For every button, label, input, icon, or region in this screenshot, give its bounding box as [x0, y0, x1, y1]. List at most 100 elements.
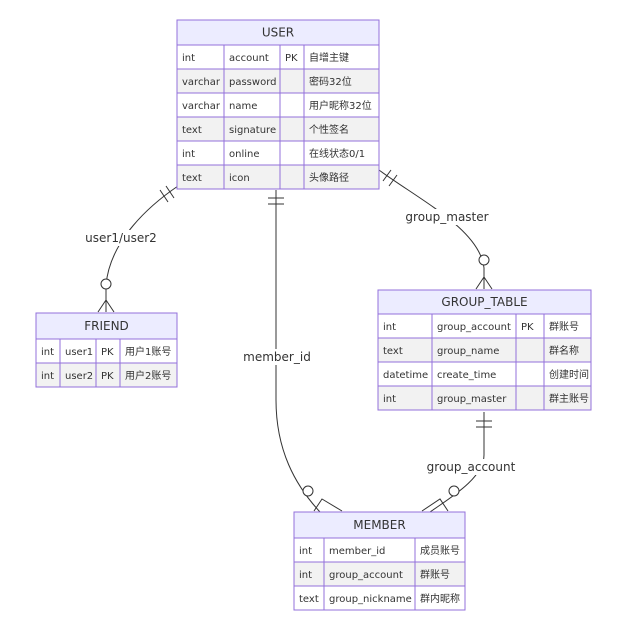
attribute-cell: user2: [65, 371, 93, 382]
cardinality-zero-mark: [448, 485, 460, 497]
attribute-cell: 用户昵称32位: [309, 99, 372, 112]
attribute-row: text group_nickname 群内昵称: [293, 585, 466, 611]
attribute-row-bg: [377, 313, 592, 339]
attribute-cell: int: [41, 347, 54, 358]
attribute-cell: group_account: [437, 322, 511, 333]
attribute-row-bg: [176, 164, 380, 190]
attribute-cell: user1: [65, 347, 93, 358]
attribute-cell: 头像路径: [309, 171, 349, 184]
attribute-cell: PK: [285, 53, 298, 64]
attribute-cell: PK: [101, 371, 114, 382]
cardinality-many-mark: [475, 276, 493, 290]
attribute-cell: 用户2账号: [125, 369, 171, 382]
entity-header: [377, 289, 592, 315]
attribute-cell: text: [182, 173, 202, 184]
attribute-row-bg: [176, 68, 380, 94]
relationship-label: group_account: [427, 460, 516, 474]
relationship-label: member_id: [243, 350, 311, 364]
attribute-cell: text: [383, 346, 403, 357]
attribute-cell: group_name: [437, 346, 499, 357]
cardinality-zero-mark: [302, 485, 314, 497]
relationships-layer: user1/user2 group_master member_id: [85, 169, 516, 513]
attribute-cell: 创建时间: [549, 368, 589, 381]
relationship-label: group_master: [405, 210, 488, 224]
attribute-cell: text: [299, 594, 319, 605]
attribute-row: int group_account 群账号: [293, 561, 466, 587]
cardinality-one-mark: [159, 189, 169, 203]
relationship-label-bg: [426, 459, 516, 475]
attribute-cell: password: [229, 77, 276, 88]
cardinality-many-mark: [421, 498, 449, 512]
attribute-cell: group_nickname: [329, 594, 412, 605]
attribute-row-bg: [377, 361, 592, 387]
attribute-cell: 群账号: [420, 568, 450, 581]
cardinality-one-mark: [388, 174, 398, 187]
attribute-cell: 用户1账号: [125, 345, 171, 358]
entity-title: GROUP_TABLE: [441, 295, 527, 309]
entity-header: [293, 511, 466, 539]
relationship-line: [275, 190, 321, 513]
relationship-label-bg: [244, 349, 310, 365]
relationship-group-member: group_account: [421, 412, 516, 513]
attribute-cell: 密码32位: [309, 75, 352, 88]
attribute-cell: int: [383, 322, 396, 333]
attribute-row: int account PK 自增主键: [176, 44, 380, 70]
attribute-row-bg: [176, 116, 380, 142]
attribute-cell: datetime: [383, 370, 428, 381]
attribute-cell: varchar: [182, 101, 221, 112]
attribute-cell: create_time: [437, 370, 496, 381]
attribute-cell: int: [182, 149, 195, 160]
relationship-line: [429, 412, 485, 513]
attribute-cell: group_master: [437, 394, 507, 405]
entity-title: FRIEND: [84, 319, 129, 333]
entity-user: USER int account PK 自增主键 varchar password 密码32位…: [176, 19, 380, 190]
attribute-cell: online: [229, 149, 260, 160]
attribute-cell: int: [41, 371, 54, 382]
attribute-row: datetime create_time 创建时间: [377, 361, 592, 387]
attribute-cell: icon: [229, 173, 250, 184]
attribute-cell: 群名称: [549, 344, 579, 357]
cardinality-many-mark: [313, 498, 343, 512]
attribute-row-bg: [293, 585, 466, 611]
attribute-cell: int: [299, 570, 312, 581]
attribute-cell: PK: [101, 347, 114, 358]
attribute-cell: int: [182, 53, 195, 64]
cardinality-zero-mark: [478, 254, 490, 266]
attribute-row-bg: [377, 385, 592, 411]
cardinality-one-mark: [382, 169, 392, 182]
attribute-row-bg: [176, 44, 380, 70]
attribute-cell: 成员账号: [420, 545, 460, 557]
attribute-cell: account: [229, 53, 269, 64]
attribute-cell: varchar: [182, 77, 221, 88]
entity-header: [176, 19, 380, 46]
attribute-cell: group_account: [329, 570, 403, 581]
entity-header: [35, 312, 178, 340]
attribute-cell: 群内昵称: [420, 592, 460, 605]
cardinality-many-mark: [97, 299, 115, 313]
attribute-cell: 个性签名: [309, 123, 349, 136]
relationship-line: [378, 169, 485, 289]
attribute-row: int user1 PK 用户1账号: [35, 338, 178, 364]
cardinality-one-mark: [165, 185, 175, 199]
cardinality-zero-mark: [100, 278, 112, 290]
attribute-cell: 自增主键: [309, 51, 349, 64]
attribute-cell: int: [383, 394, 396, 405]
attribute-cell: int: [299, 546, 312, 557]
relationship-label-bg: [406, 209, 488, 225]
attribute-cell: 群账号: [549, 320, 579, 333]
attribute-row-bg: [293, 561, 466, 587]
entity-title: USER: [262, 26, 294, 40]
attribute-row: varchar password 密码32位: [176, 68, 380, 94]
relationship-user-member: member_id: [243, 190, 343, 513]
attribute-cell: PK: [521, 322, 534, 333]
